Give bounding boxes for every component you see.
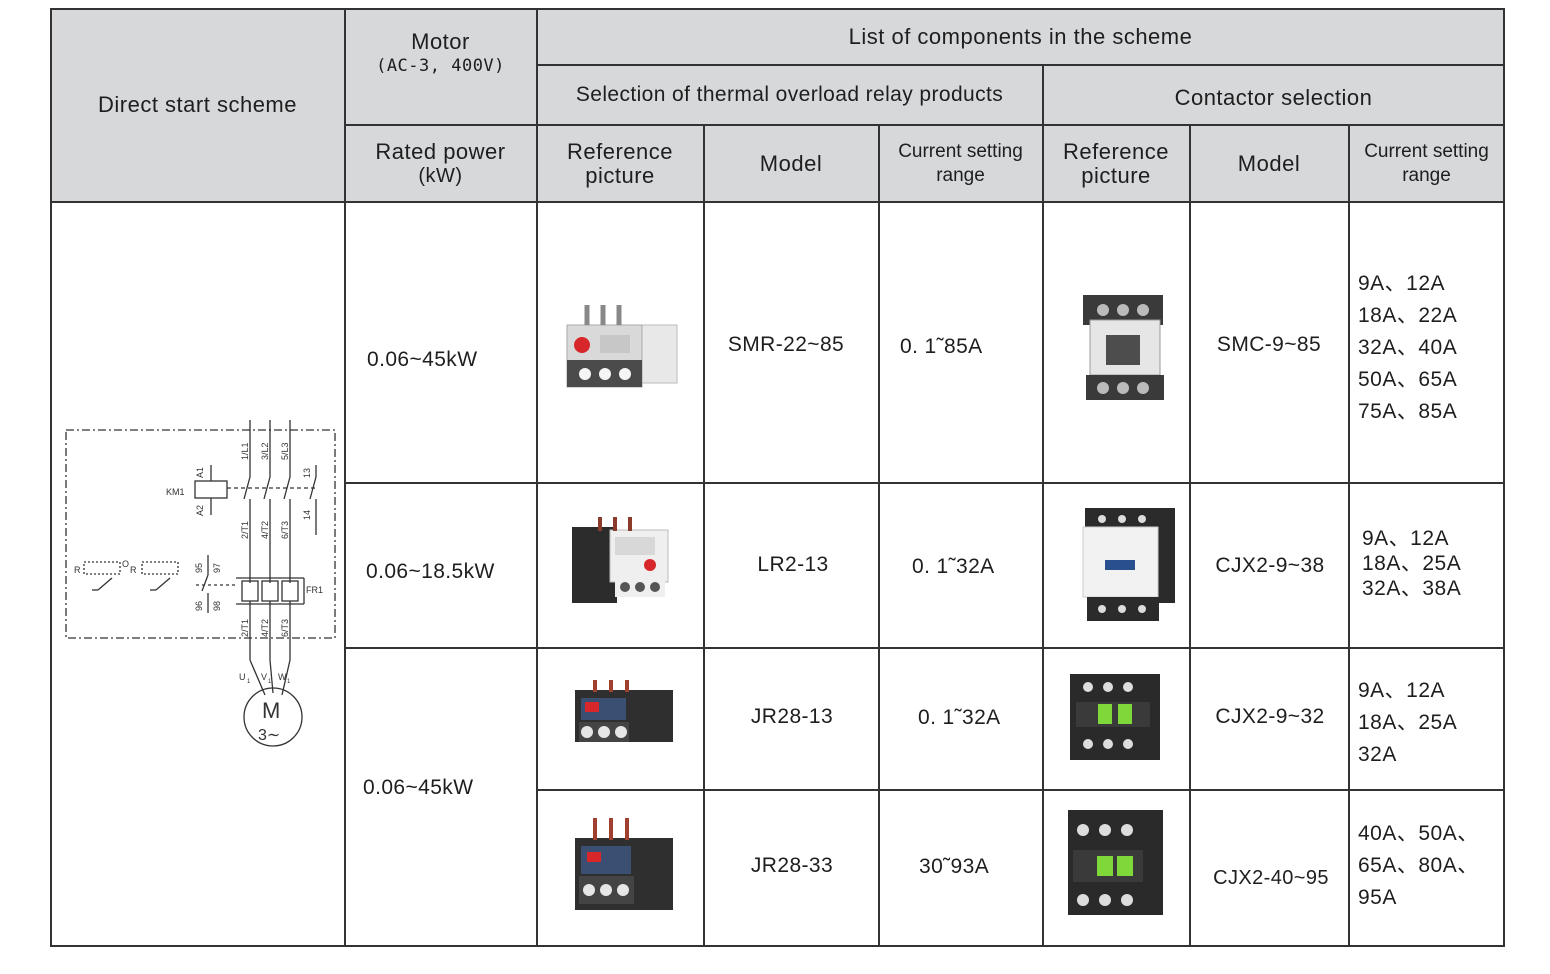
row1-rated-power: 0.06~45kW xyxy=(367,348,478,371)
t3-bottom-label: 6/T3 xyxy=(280,619,290,637)
contactor-group-header: Contactor selection xyxy=(1174,85,1373,110)
range-line: 50A、65A xyxy=(1358,368,1458,391)
row1-relay-range: 0. 1˜85A xyxy=(900,335,983,358)
l3-label: 5/L3 xyxy=(280,442,290,460)
rated-power-unit: (kW) xyxy=(418,164,463,187)
row2-contactor-range: 9A、12A 18A、25A 32A、38A xyxy=(1362,526,1461,601)
ref-line-2: picture xyxy=(1081,162,1151,188)
lr2-relay-picture xyxy=(572,517,669,603)
range-line: 9A、12A xyxy=(1362,527,1450,550)
r-left-label: R xyxy=(74,565,81,575)
cjx2-38-contactor-picture xyxy=(1082,508,1175,621)
jr28-13-relay-picture xyxy=(575,680,673,742)
range-line: 95A xyxy=(1358,886,1397,909)
row4-relay-model: JR28-33 xyxy=(750,854,834,877)
w-label: W xyxy=(278,672,287,682)
setting-line-1: Current setting xyxy=(898,140,1023,162)
contactor-model-header: Model xyxy=(1237,150,1301,176)
smr-relay-picture xyxy=(566,305,678,388)
l2-label: 3/L2 xyxy=(260,442,270,460)
t13-label: 13 xyxy=(302,468,312,478)
range-line: 65A、80A、 xyxy=(1358,854,1479,877)
km1-label: KM1 xyxy=(166,487,185,497)
range-line: 18A、25A xyxy=(1362,552,1462,575)
header-background-left xyxy=(51,9,1504,201)
row4-contactor-model: CJX2-40~95 xyxy=(1213,866,1329,889)
range-line: 32A xyxy=(1358,743,1397,766)
motor-phase-label: 3∼ xyxy=(258,727,280,744)
direct-start-scheme-header: Direct start scheme xyxy=(98,92,297,117)
row2-rated-power: 0.06~18.5kW xyxy=(366,560,495,583)
a2-label: A2 xyxy=(195,505,205,516)
motor-title: Motor xyxy=(411,29,470,54)
motor-subtitle: (AC-3, 400V) xyxy=(376,56,505,76)
motor-label: M xyxy=(262,698,280,723)
setting-line-1: Current setting xyxy=(1364,140,1489,162)
setting-line-2: range xyxy=(936,164,985,186)
cjx2-32-contactor-picture xyxy=(1070,674,1160,760)
ref-line-1: Reference xyxy=(566,138,673,164)
t1-bottom-label: 2/T1 xyxy=(240,619,250,637)
t2-top-label: 4/T2 xyxy=(260,521,270,539)
t98-label: 98 xyxy=(212,601,222,611)
contactor-reference-picture-header: Reference picture xyxy=(1043,126,1189,201)
direct-start-wiring-diagram: KM1 A1 A2 FR1 R O R 95 96 97 98 13 14 1/… xyxy=(65,420,336,747)
range-line: 32A、40A xyxy=(1358,336,1458,359)
relay-reference-picture-header: Reference picture xyxy=(537,126,703,201)
setting-line-2: range xyxy=(1402,164,1451,186)
v-label: V xyxy=(261,672,267,682)
t96-label: 96 xyxy=(194,601,204,611)
row3-relay-range: 0. 1˜32A xyxy=(918,706,1001,729)
row3-relay-model: JR28-13 xyxy=(750,705,834,728)
row2-relay-model: LR2-13 xyxy=(757,553,829,576)
range-line: 18A、22A xyxy=(1358,304,1458,327)
t14-label: 14 xyxy=(302,510,312,520)
contactor-setting-range-header: Current setting range xyxy=(1349,126,1504,201)
w-subscript: 1 xyxy=(287,679,291,685)
fr1-label: FR1 xyxy=(306,585,323,595)
components-list-header: List of components in the scheme xyxy=(848,24,1193,49)
range-line: 9A、12A xyxy=(1358,679,1446,702)
ref-line-1: Reference xyxy=(1062,138,1169,164)
row2-relay-range: 0. 1˜32A xyxy=(912,555,995,578)
r-mid-label: R xyxy=(130,565,137,575)
u-label: U xyxy=(239,672,246,682)
ref-line-2: picture xyxy=(585,162,655,188)
t3-top-label: 6/T3 xyxy=(280,521,290,539)
range-line: 75A、85A xyxy=(1358,400,1458,423)
t97-label: 97 xyxy=(212,563,222,573)
jr28-33-relay-picture xyxy=(575,818,673,910)
range-line: 9A、12A xyxy=(1358,272,1446,295)
row1-contactor-model: SMC-9~85 xyxy=(1216,333,1322,356)
row4-contactor-range: 40A、50A、 65A、80A、 95A xyxy=(1358,818,1479,914)
row4-relay-range: 30˜93A xyxy=(919,855,990,878)
row1-contactor-range: 9A、12A 18A、22A 32A、40A 50A、65A 75A、85A xyxy=(1358,268,1457,428)
l1-label: 1/L1 xyxy=(240,442,250,460)
relay-model-header: Model xyxy=(759,150,823,176)
relay-setting-range-header: Current setting range xyxy=(879,126,1042,201)
relay-group-header: Selection of thermal overload relay prod… xyxy=(575,83,1004,106)
range-line: 32A、38A xyxy=(1362,577,1462,600)
range-line: 40A、50A、 xyxy=(1358,822,1479,845)
v-subscript: 1 xyxy=(268,679,272,685)
row3-contactor-range: 9A、12A 18A、25A 32A xyxy=(1358,675,1457,771)
row1-relay-model: SMR-22~85 xyxy=(727,333,845,356)
o-symbol-label: O xyxy=(122,559,129,569)
rated-power-label: Rated power xyxy=(375,138,506,164)
row3-contactor-model: CJX2-9~32 xyxy=(1215,705,1325,728)
u-subscript: 1 xyxy=(247,679,251,685)
t95-label: 95 xyxy=(194,563,204,573)
t2-bottom-label: 4/T2 xyxy=(260,619,270,637)
t1-top-label: 2/T1 xyxy=(240,521,250,539)
row2-contactor-model: CJX2-9~38 xyxy=(1215,554,1325,577)
row3-rated-power: 0.06~45kW xyxy=(363,776,474,799)
cjx2-95-contactor-picture xyxy=(1068,810,1163,915)
motor-header: Motor (AC-3, 400V) xyxy=(345,10,536,124)
rated-power-header: Rated power (kW) xyxy=(345,126,536,201)
smc-contactor-picture xyxy=(1083,295,1164,400)
a1-label: A1 xyxy=(195,467,205,478)
range-line: 18A、25A xyxy=(1358,711,1458,734)
